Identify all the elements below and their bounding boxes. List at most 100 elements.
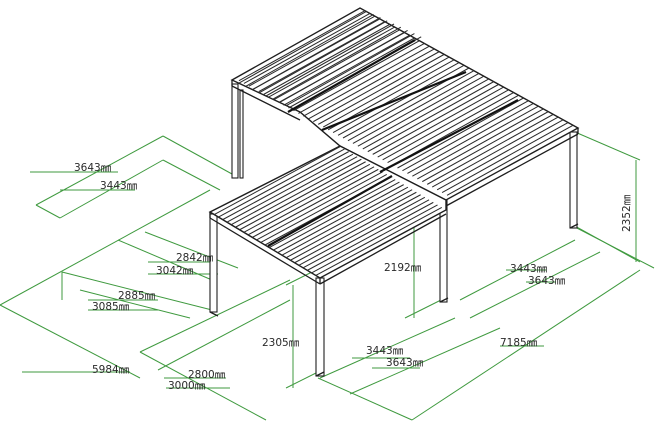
dim-5984: 5984㎜ (92, 364, 130, 376)
louver-slat (387, 92, 514, 164)
dim-2192: 2192㎜ (384, 262, 422, 274)
louver-slat (357, 75, 485, 147)
louver-slat (260, 173, 388, 243)
dim-3443-right: 3443㎜ (510, 263, 548, 275)
louver-slat (277, 184, 404, 254)
louver-slat (272, 26, 402, 100)
louver-slat (446, 124, 574, 196)
louver-slat (303, 45, 430, 117)
louver-slat (382, 89, 509, 161)
louver-slat (313, 51, 440, 123)
post-right-front (569, 131, 578, 229)
louver-slat (402, 100, 529, 172)
louver-slat (239, 161, 366, 231)
louver-slat (352, 72, 480, 144)
louver-slat (372, 83, 499, 155)
beam-rear-2 (321, 70, 467, 132)
louver-slat (273, 29, 400, 101)
louver-slat (283, 34, 410, 106)
louver-slat (311, 204, 438, 274)
beam-rear-1 (287, 39, 416, 113)
dim-3042: 3042㎜ (156, 265, 194, 277)
louver-slat (268, 26, 395, 98)
louver-slat (436, 119, 564, 191)
louver-slat (243, 12, 371, 84)
louver-slat (337, 64, 465, 136)
louver-slat (281, 186, 409, 256)
louver-slat (426, 113, 554, 185)
louver-slat (222, 151, 349, 221)
dim-3443-bottom: 3443㎜ (366, 345, 404, 357)
louver-slat (362, 78, 490, 150)
dim-3000: 3000㎜ (168, 380, 206, 392)
louver-slat (412, 105, 539, 177)
louver-slat (268, 179, 396, 249)
louver-slat (288, 37, 415, 109)
dim-3643-right: 3643㎜ (528, 275, 566, 287)
louver-slat (238, 10, 368, 84)
louver-slat (307, 201, 434, 271)
louver-slat (431, 116, 559, 188)
louver-slat (407, 102, 534, 174)
dim-2842: 2842㎜ (176, 252, 214, 264)
louver-slat (286, 33, 415, 107)
louver-slat (235, 158, 362, 228)
louver-slat (298, 42, 425, 114)
louver-slat (315, 206, 443, 276)
dim-2352: 2352㎜ (621, 194, 633, 232)
louver-slat (226, 153, 354, 223)
louver-slat (317, 53, 445, 125)
louver-slat (367, 81, 495, 153)
pergola-structure (208, 7, 580, 377)
louver-slat (397, 97, 524, 169)
louver-slat (332, 62, 460, 134)
beam-front-1 (267, 175, 393, 247)
louver-slat (308, 48, 435, 120)
louver-slat (293, 40, 420, 112)
louver-slat (273, 181, 400, 251)
louver-slat (258, 21, 386, 93)
louver-slat (422, 111, 549, 183)
dim-3643-left: 3643㎜ (74, 162, 112, 174)
louver-slat (322, 56, 450, 128)
louver-slat (230, 156, 358, 226)
louver-slat (248, 15, 376, 87)
post-rear-left (231, 83, 239, 179)
louver-slat (258, 20, 388, 94)
dim-2305: 2305㎜ (262, 337, 300, 349)
louver-slat (285, 189, 413, 259)
dim-3443-left: 3443㎜ (100, 180, 138, 192)
louver-slat (263, 23, 390, 95)
dimension-labels: 3643㎜ 3443㎜ 2842㎜ 3042㎜ 2885㎜ 3085㎜ 5984… (74, 162, 633, 392)
dim-3085: 3085㎜ (92, 301, 130, 313)
louver-slat (256, 171, 383, 241)
louver-slat (290, 191, 417, 261)
louver-slat (218, 148, 345, 218)
dimension-lines (0, 131, 655, 421)
dim-2800: 2800㎜ (188, 369, 226, 381)
louver-slat (279, 29, 408, 103)
post-front-corner (315, 277, 325, 377)
louver-slat (243, 163, 371, 233)
dim-3643-bottom: 3643㎜ (386, 357, 424, 369)
louver-slat (377, 86, 504, 158)
louver-slat (265, 23, 395, 97)
beam-rear-3 (379, 99, 519, 173)
louver-slat (247, 166, 375, 236)
louver-slat (417, 108, 544, 180)
louver-slat (294, 194, 421, 264)
dim-7185: 7185㎜ (500, 337, 538, 349)
louver-slat (213, 146, 341, 216)
louver-slat (252, 17, 381, 91)
roof-slats-rear (238, 10, 574, 196)
louver-slat (298, 196, 426, 266)
dim-2885: 2885㎜ (118, 290, 156, 302)
louver-slat (252, 168, 379, 238)
louver-slat (441, 122, 569, 194)
post-rear-mid (239, 89, 244, 179)
louver-slat (347, 70, 475, 142)
louver-slat (238, 10, 366, 82)
louver-slat (302, 199, 430, 269)
louver-slat (245, 13, 374, 87)
